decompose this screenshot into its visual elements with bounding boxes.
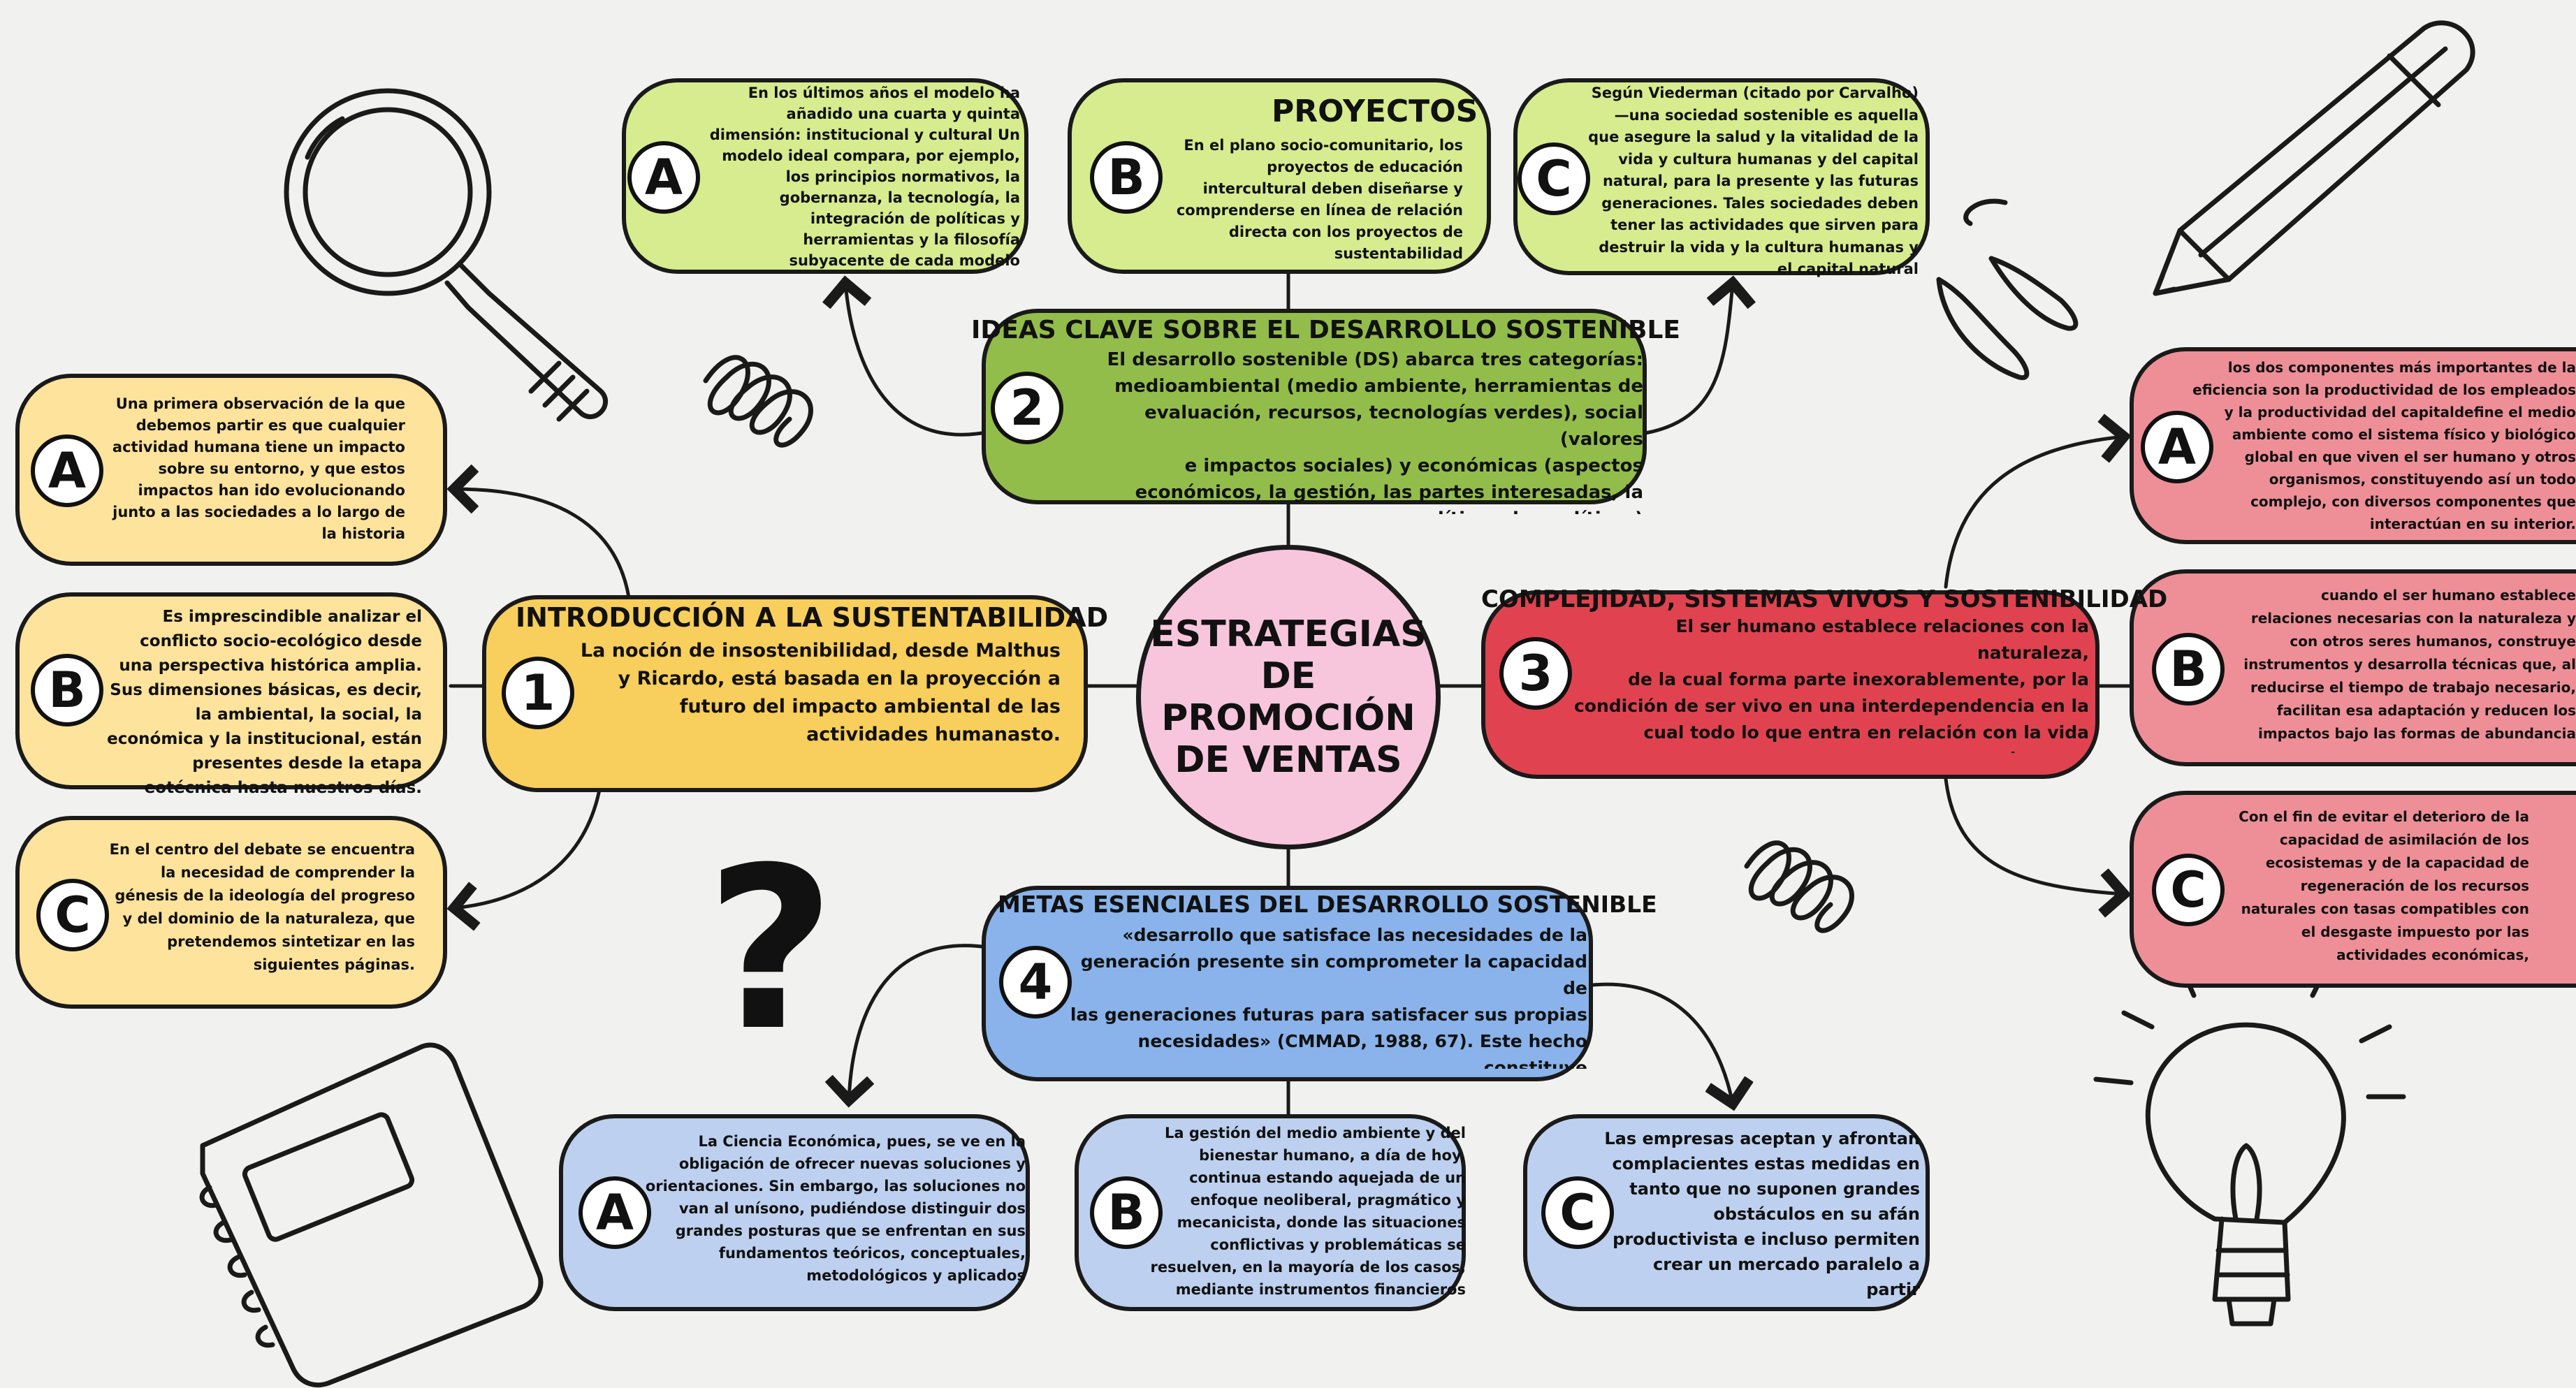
connector-2-c bbox=[1643, 283, 1733, 435]
branch3-c-letter: C bbox=[2152, 854, 2225, 926]
spring-doodle-top bbox=[703, 355, 813, 448]
branch2-number: 2 bbox=[991, 372, 1063, 444]
branch1-a-letter: A bbox=[31, 434, 103, 507]
pencil-icon bbox=[2153, 20, 2475, 296]
branch1-main-box bbox=[482, 595, 1088, 792]
branch3-b-letter: B bbox=[2152, 633, 2225, 706]
branch2-b-letter: B bbox=[1090, 141, 1163, 214]
branch2-c-text: Según Viederman (citado por Carvalho) —u… bbox=[1588, 85, 1919, 277]
spring-doodle-right bbox=[1744, 840, 1854, 933]
branch1-text: La noción de insostenibilidad, desde Mal… bbox=[580, 640, 1061, 745]
branch2-text: El desarrollo sostenible (DS) abarca tre… bbox=[1107, 349, 1643, 514]
lightbulb-icon bbox=[2093, 947, 2406, 1327]
connector-4-c bbox=[1591, 982, 1733, 1104]
connector-4-a bbox=[849, 944, 984, 1100]
branch3-b-text: cuando el ser humano establece relacione… bbox=[2243, 587, 2576, 742]
branch2-b-title: PROYECTOS bbox=[1272, 94, 1478, 129]
connector-1-a bbox=[454, 489, 631, 599]
branch3-number: 3 bbox=[1499, 637, 1572, 710]
branch4-title: METAS ESENCIALES DEL DESARROLLO SOSTENIB… bbox=[998, 891, 1657, 918]
branch4-b-letter: B bbox=[1090, 1176, 1163, 1249]
branch1-c-text: En el centro del debate se encuentra la … bbox=[109, 841, 415, 973]
branch4-text: «desarrollo que satisface las necesidade… bbox=[1070, 925, 1587, 1069]
connector-3-a bbox=[1944, 437, 2124, 589]
branch2-title: IDEAS CLAVE SOBRE EL DESARROLLO SOSTENIB… bbox=[971, 316, 1680, 344]
branch3-main-box bbox=[1481, 590, 2100, 779]
branch3-title: COMPLEJIDAD, SISTEMAS VIVOS Y SOSTENIBIL… bbox=[1481, 585, 2168, 613]
question-mark-icon: ? bbox=[706, 820, 836, 1080]
center-topic: ESTRATEGIAS DE PROMOCIÓN DE VENTAS bbox=[1136, 545, 1441, 849]
branch4-a-text: La Ciencia Económica, pues, se ve en la … bbox=[645, 1133, 1026, 1284]
branch4-b-box bbox=[1075, 1114, 1466, 1311]
branch4-a-letter: A bbox=[578, 1176, 651, 1249]
branch4-number: 4 bbox=[999, 946, 1072, 1018]
branch2-b-text: En el plano socio-comunitario, los proye… bbox=[1176, 137, 1463, 262]
sparkle-doodle bbox=[1963, 198, 2008, 226]
connector-3-c bbox=[1944, 777, 2124, 894]
branch1-b-text: Es imprescindible analizar el conflicto … bbox=[107, 608, 422, 797]
branch1-c-letter: C bbox=[36, 879, 109, 951]
branch3-a-letter: A bbox=[2141, 411, 2213, 483]
center-title: ESTRATEGIAS DE PROMOCIÓN DE VENTAS bbox=[1150, 613, 1427, 781]
branch1-number: 1 bbox=[502, 657, 574, 729]
branch1-title: INTRODUCCIÓN A LA SUSTENTABILIDAD bbox=[516, 602, 1109, 633]
branch4-c-letter: C bbox=[1541, 1176, 1614, 1249]
notebook-icon bbox=[199, 1042, 544, 1388]
branch3-text: El ser humano establece relaciones con l… bbox=[1573, 616, 2089, 753]
branch2-a-letter: A bbox=[627, 141, 700, 214]
branch3-a-text: los dos componentes más importantes de l… bbox=[2192, 359, 2576, 532]
branch2-c-letter: C bbox=[1518, 143, 1590, 215]
branch2-main-box bbox=[982, 309, 1647, 504]
connector-2-a bbox=[845, 283, 984, 437]
branch1-b-letter: B bbox=[31, 654, 103, 726]
branch4-c-box bbox=[1523, 1114, 1930, 1311]
branch4-b-text: La gestión del medio ambiente y del bien… bbox=[1150, 1125, 1466, 1298]
branch3-c-text: Con el fin de evitar el deterioro de la … bbox=[2239, 808, 2529, 963]
magnifier-icon bbox=[284, 88, 608, 422]
connector-1-c bbox=[454, 780, 603, 908]
branch4-main-box bbox=[982, 886, 1593, 1081]
branch4-c-text: Las empresas aceptan y afrontan complaci… bbox=[1604, 1129, 1920, 1299]
branch2-a-text: En los últimos años el modelo ha añadido… bbox=[709, 85, 1020, 269]
branch1-a-text: Una primera observación de la que debemo… bbox=[112, 395, 405, 542]
